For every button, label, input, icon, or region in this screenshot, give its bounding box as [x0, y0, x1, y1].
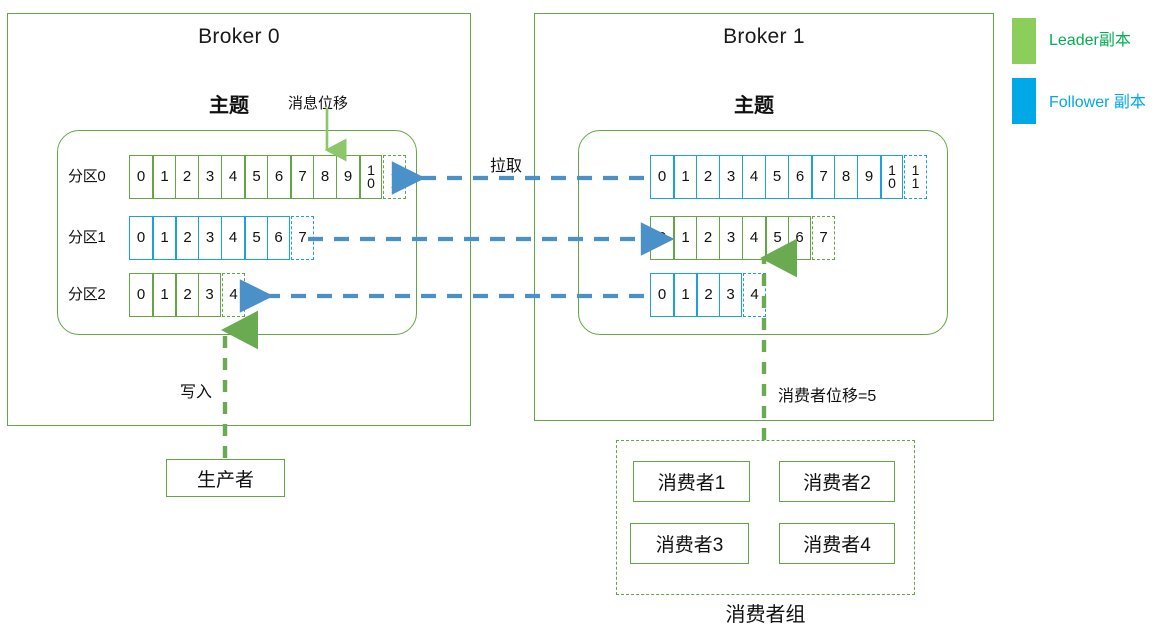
follower-blue-swatch	[1012, 78, 1036, 124]
log-cell: 4	[742, 216, 765, 260]
log-cell: 5	[765, 155, 788, 199]
consumer-offset-label: 消费者位移=5	[775, 382, 880, 406]
consumer-1-box[interactable]: 消费者1	[633, 461, 750, 502]
log-cell: 0	[650, 273, 673, 317]
log-cell: 1	[673, 216, 696, 260]
log-cell: 0	[129, 216, 152, 260]
log-cell: 7	[290, 155, 313, 199]
log-cell: 3	[198, 216, 221, 260]
log-cell-next-offset: 7	[812, 216, 835, 260]
pull-label: 拉取	[487, 152, 526, 176]
log-cell-next-offset: 4	[222, 273, 245, 317]
log-cell: 3	[719, 273, 742, 317]
consumer-3-box[interactable]: 消费者3	[630, 523, 749, 564]
leader-green-swatch	[1012, 18, 1036, 64]
write-label: 写入	[177, 378, 216, 402]
producer-box[interactable]: 生产者	[166, 459, 285, 497]
log-cell: 4	[221, 216, 244, 260]
log-cell: 5	[244, 155, 267, 199]
log-cell: 1	[673, 155, 696, 199]
log-cell-next-offset: 4	[743, 273, 766, 317]
log-cell: 4	[742, 155, 765, 199]
log-cell: 2	[175, 273, 198, 317]
log-cell: 1	[673, 273, 696, 317]
broker-0-topic-label: 主题	[209, 95, 249, 117]
log-cell: 1	[152, 216, 175, 260]
log-cell: 0	[650, 216, 673, 260]
log-cell: 5	[765, 216, 788, 260]
log-cell: 8	[313, 155, 336, 199]
broker-0-partition-0-label: 分区0	[68, 168, 106, 185]
broker-1-topic-label: 主题	[734, 95, 774, 117]
log-cell: 0	[129, 155, 152, 199]
log-cell: 2	[175, 155, 198, 199]
consumer-2-box[interactable]: 消费者2	[779, 461, 895, 502]
log-cell: 9	[857, 155, 880, 199]
log-cell: 8	[834, 155, 857, 199]
log-cell: 7	[811, 155, 834, 199]
log-cell: 2	[696, 273, 719, 317]
log-cell: 6	[267, 155, 290, 199]
log-cell: 0	[129, 273, 152, 317]
broker-0-partition-1-label: 分区1	[68, 229, 106, 246]
broker-0-title: Broker 0	[198, 25, 280, 48]
log-cell: 3	[719, 155, 742, 199]
log-cell: 6	[788, 216, 811, 260]
log-cell: 2	[175, 216, 198, 260]
legend-leader-label: Leader副本	[1049, 32, 1131, 49]
log-cell-next-offset: 7	[291, 216, 314, 260]
log-cell: 6	[267, 216, 290, 260]
broker-0-partition-2-label: 分区2	[68, 286, 106, 303]
log-cell: 3	[198, 273, 221, 317]
log-cell: 3	[719, 216, 742, 260]
log-cell: 0	[650, 155, 673, 199]
broker-1-title: Broker 1	[723, 25, 805, 48]
consumer-4-box[interactable]: 消费者4	[779, 523, 895, 564]
log-cell: 9	[336, 155, 359, 199]
consumer-group-caption: 消费者组	[725, 604, 806, 626]
log-cell: 5	[244, 216, 267, 260]
log-cell: 4	[221, 155, 244, 199]
log-cell: 1	[152, 155, 175, 199]
legend-follower-label: Follower 副本	[1049, 94, 1146, 111]
log-cell: 2	[696, 155, 719, 199]
log-cell: 6	[788, 155, 811, 199]
log-cell: 1	[152, 273, 175, 317]
log-cell: 3	[198, 155, 221, 199]
message-offset-annotation: 消息位移	[285, 92, 352, 113]
log-cell: 2	[696, 216, 719, 260]
